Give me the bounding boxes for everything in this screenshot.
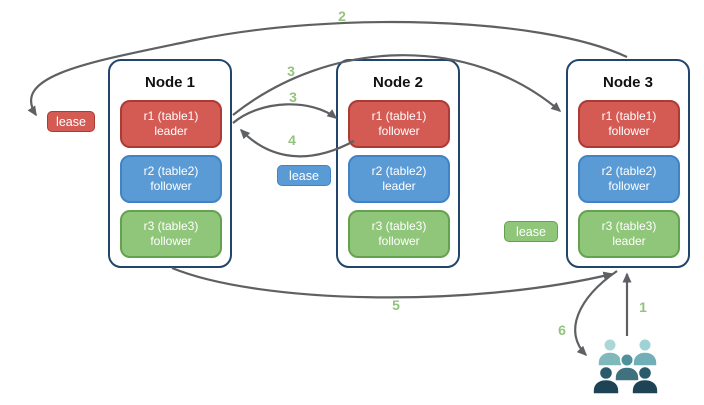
replica-name: r1 (table1) <box>601 108 657 123</box>
step-label-4: 4 <box>288 132 296 148</box>
replica-name: r3 (table3) <box>601 218 657 233</box>
node-1-title: Node 1 <box>144 74 195 91</box>
lease-badge-blue: lease <box>277 165 331 186</box>
lease-badge-red: lease <box>47 111 95 132</box>
replica-node2-r3-follower: r3 (table3) follower <box>348 210 450 258</box>
person-icon <box>614 352 640 382</box>
replica-node2-r1-follower: r1 (table1) follower <box>348 100 450 148</box>
replica-node3-r1-follower: r1 (table1) follower <box>578 100 680 148</box>
step-label-6: 6 <box>558 322 566 338</box>
step-label-3a: 3 <box>287 63 295 79</box>
replica-role: follower <box>608 124 650 138</box>
person-icon <box>597 337 623 367</box>
person-icon <box>631 365 659 395</box>
step-label-3b: 3 <box>289 89 297 105</box>
arrow-step-5-to-node3 <box>171 266 614 299</box>
replica-role: leader <box>154 124 188 138</box>
step-label-2: 2 <box>338 8 346 24</box>
person-icon <box>592 365 620 395</box>
node-2-title: Node 2 <box>372 74 423 91</box>
replica-name: r2 (table2) <box>601 163 657 178</box>
node-3-title: Node 3 <box>602 74 653 91</box>
replica-name: r1 (table1) <box>371 108 427 123</box>
node-2-box: Node 2 r1 (table1) follower r2 (table2) … <box>336 59 460 268</box>
node-1-box: Node 1 r1 (table1) leader r2 (table2) fo… <box>108 59 232 268</box>
replica-node3-r3-leader: r3 (table3) leader <box>578 210 680 258</box>
replica-node2-r2-leader: r2 (table2) leader <box>348 155 450 203</box>
replica-node3-r2-follower: r2 (table2) follower <box>578 155 680 203</box>
replica-node1-r3-follower: r3 (table3) follower <box>120 210 222 258</box>
replica-role: follower <box>378 124 420 138</box>
replica-role: follower <box>608 179 650 193</box>
replica-role: follower <box>150 179 192 193</box>
replica-name: r2 (table2) <box>143 163 199 178</box>
step-label-1: 1 <box>639 299 647 315</box>
users-group-icon <box>592 337 659 395</box>
replica-name: r2 (table2) <box>371 163 427 178</box>
replica-node1-r2-follower: r2 (table2) follower <box>120 155 222 203</box>
person-icon <box>632 337 658 367</box>
replica-name: r1 (table1) <box>143 108 199 123</box>
arrow-step-6-response-to-clients <box>574 270 618 357</box>
replica-name: r3 (table3) <box>143 218 199 233</box>
replica-role: follower <box>150 234 192 248</box>
lease-badge-green: lease <box>504 221 558 242</box>
replica-node1-r1-leader: r1 (table1) leader <box>120 100 222 148</box>
arrow-step-3-replicate-to-node2 <box>232 103 338 124</box>
step-label-5: 5 <box>392 297 400 313</box>
replica-role: leader <box>382 179 416 193</box>
replica-role: leader <box>612 234 646 248</box>
replica-name: r3 (table3) <box>371 218 427 233</box>
node-3-box: Node 3 r1 (table1) follower r2 (table2) … <box>566 59 690 268</box>
replica-role: follower <box>378 234 420 248</box>
